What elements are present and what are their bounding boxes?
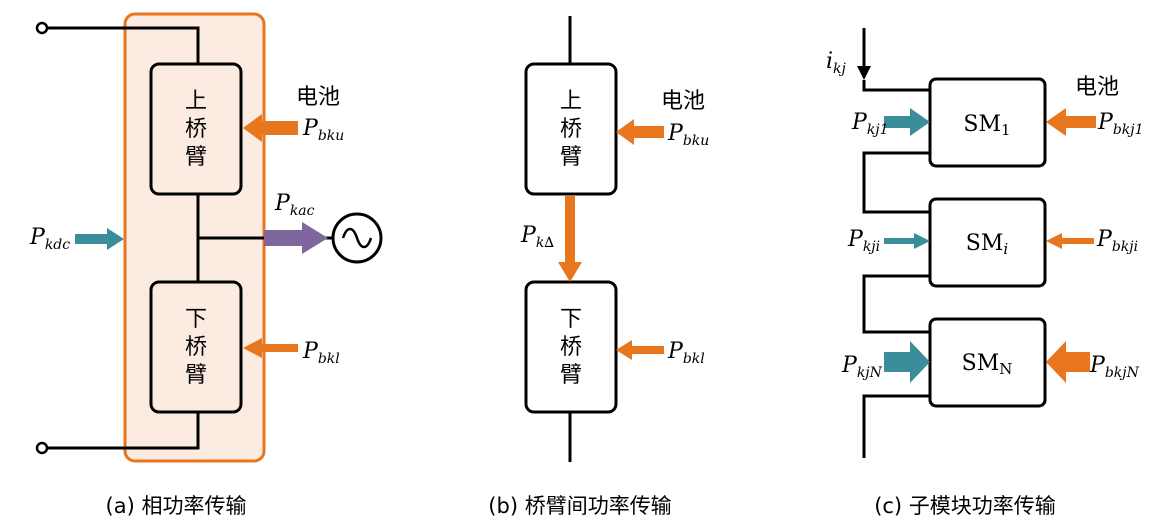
upper-arm-box-b <box>524 62 618 196</box>
lower-arm-b-char-2: 桥 <box>560 335 582 360</box>
wire-c-1 <box>862 80 930 92</box>
battery-label-c: 电池 <box>1075 75 1119 100</box>
p-kdc-label: Pkdc <box>29 225 70 253</box>
lower-arm-b-char-3: 臂 <box>560 363 582 388</box>
p-bkl-label-a: Pbkl <box>302 339 340 367</box>
p-kjn-arrow <box>884 341 930 383</box>
p-bku-arrow-b <box>616 119 664 145</box>
dc-terminal-bottom <box>35 441 49 455</box>
p-kdelta-arrow <box>558 196 582 282</box>
p-kji-arrow <box>884 233 930 249</box>
p-kjn-label: PkjN <box>841 353 883 381</box>
caption-c: (c) 子模块功率传输 <box>874 494 1056 518</box>
p-bkl-arrow-b <box>616 340 664 360</box>
upper-arm-char-1: 上 <box>185 89 207 114</box>
p-bkj1-label: Pbkj1 <box>1097 110 1144 138</box>
smn-box <box>928 317 1047 408</box>
p-bkji-label: Pbkji <box>1096 227 1138 255</box>
sm1-box <box>928 77 1047 168</box>
p-kj1-arrow <box>884 108 930 136</box>
sine-wave-icon <box>341 227 373 249</box>
lower-arm-b-char-1: 下 <box>560 307 582 332</box>
current-arrowhead <box>857 66 871 80</box>
p-bkjn-arrow <box>1046 341 1090 383</box>
dc-terminal-top <box>35 21 49 35</box>
wire-c-2 <box>862 151 930 214</box>
caption-b: (b) 桥臂间功率传输 <box>488 494 671 518</box>
panel-b: 上 桥 臂 下 桥 臂 电池 Pbku Pbkl Pk∆ (b) 桥臂间功率传输 <box>488 16 709 518</box>
upper-arm-char-3: 臂 <box>185 145 207 170</box>
smi-box <box>928 197 1047 288</box>
p-bku-arrow-a <box>243 114 298 142</box>
upper-arm-b-char-3: 臂 <box>560 145 582 170</box>
panel-a: 上 桥 臂 下 桥 臂 电池 Pbku Pbkl Pkac Pkdc (a) 相… <box>29 12 383 518</box>
wire-c-4 <box>862 394 930 458</box>
p-kac-arrow <box>264 222 328 254</box>
lower-arm-char-2: 桥 <box>185 335 207 360</box>
upper-arm-char-2: 桥 <box>185 117 207 142</box>
wire-bottom <box>47 412 200 450</box>
upper-arm-b-char-2: 桥 <box>560 117 582 142</box>
caption-a: (a) 相功率传输 <box>106 494 247 518</box>
p-bkj1-arrow <box>1046 108 1096 136</box>
smi-label: SMi <box>966 231 1009 258</box>
p-kj1-label: Pkj1 <box>851 110 889 138</box>
battery-label-b: 电池 <box>661 89 705 114</box>
p-kji-label: Pkji <box>847 227 880 255</box>
sm1-label: SM1 <box>963 112 1010 139</box>
p-bkl-label-b: Pbkl <box>667 339 705 367</box>
smn-label: SMN <box>962 351 1013 378</box>
p-bku-label-a: Pbku <box>302 116 344 144</box>
battery-label-a: 电池 <box>296 85 340 110</box>
p-bku-label-b: Pbku <box>667 121 709 149</box>
p-kac-label: Pkac <box>274 191 315 219</box>
current-label: ikj <box>826 49 847 77</box>
lower-arm-box-b <box>524 280 618 414</box>
p-kdc-arrow <box>75 228 124 250</box>
wire-top <box>47 26 200 64</box>
lower-arm-char-1: 下 <box>185 307 207 332</box>
p-bkji-arrow <box>1046 233 1094 249</box>
upper-arm-box <box>149 62 243 196</box>
lower-arm-char-3: 臂 <box>185 363 207 388</box>
p-kdelta-label: Pk∆ <box>520 223 554 251</box>
lower-arm-box <box>149 280 243 414</box>
wire-c-3 <box>862 274 930 334</box>
p-bkjn-label: PbkjN <box>1089 353 1140 381</box>
upper-arm-b-char-1: 上 <box>560 89 582 114</box>
p-bkl-arrow-a <box>243 338 298 358</box>
panel-c: ikj SM1 SMi SMN 电池 Pkj1 Pkji PkjN Pbkj1 … <box>826 28 1144 518</box>
